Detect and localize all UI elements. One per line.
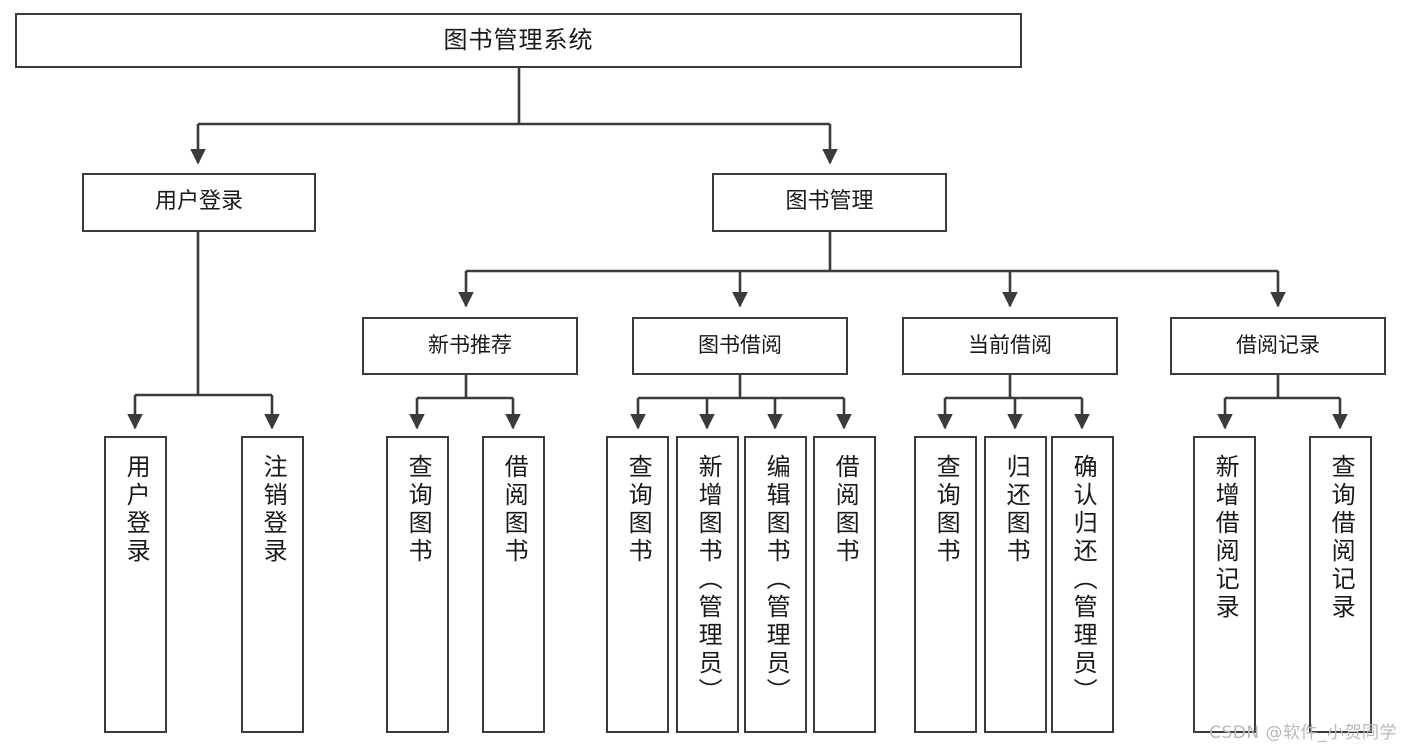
node-label: 借阅图书 [831,454,860,566]
node-label: 当前借阅 [968,333,1052,358]
node-label: 归还图书 [1002,454,1031,566]
node-label: 借阅记录 [1236,333,1320,358]
node-label: 用户登录 [122,454,151,566]
leaf-user-login-login[interactable]: 用户登录 [104,436,167,733]
node-label: 新增借阅记录 [1211,454,1240,622]
leaf-current-borrow-confirm-return[interactable]: 确认归还（管理员） [1051,436,1114,733]
csdn-watermark: CSDN @软件_小贺同学 [1209,723,1397,743]
node-label: 查询图书 [624,454,653,566]
leaf-user-login-logout[interactable]: 注销登录 [241,436,304,733]
node-label: 借阅图书 [500,454,529,566]
leaf-current-borrow-return[interactable]: 归还图书 [984,436,1047,733]
leaf-borrow-record-query[interactable]: 查询借阅记录 [1309,436,1372,733]
node-borrow-record[interactable]: 借阅记录 [1170,317,1386,375]
leaf-borrow-record-add[interactable]: 新增借阅记录 [1193,436,1256,733]
leaf-current-borrow-query[interactable]: 查询图书 [914,436,977,733]
node-label: 查询借阅记录 [1327,454,1356,622]
leaf-book-borrow-query[interactable]: 查询图书 [606,436,669,733]
node-label: 新书推荐 [428,333,512,358]
node-book-management[interactable]: 图书管理 [712,173,947,232]
leaf-new-book-query[interactable]: 查询图书 [386,436,449,733]
node-label: 图书管理系统 [443,25,594,54]
node-label: 用户登录 [154,189,243,215]
node-label: 确认归还（管理员） [1069,454,1098,706]
node-label: 图书管理 [785,189,874,215]
node-label: 新增图书（管理员） [694,454,723,706]
node-label: 注销登录 [259,454,288,566]
leaf-book-borrow-edit[interactable]: 编辑图书（管理员） [744,436,807,733]
leaf-book-borrow-add[interactable]: 新增图书（管理员） [676,436,739,733]
node-user-login[interactable]: 用户登录 [82,173,316,232]
leaf-book-borrow-borrow[interactable]: 借阅图书 [813,436,876,733]
node-book-borrow[interactable]: 图书借阅 [632,317,848,375]
node-current-borrow[interactable]: 当前借阅 [902,317,1118,375]
leaf-new-book-borrow[interactable]: 借阅图书 [482,436,545,733]
node-new-book-recommend[interactable]: 新书推荐 [362,317,578,375]
node-label: 图书借阅 [698,333,782,358]
node-label: 编辑图书（管理员） [762,454,791,706]
node-label: 查询图书 [404,454,433,566]
node-root-system[interactable]: 图书管理系统 [15,13,1022,68]
node-label: 查询图书 [932,454,961,566]
